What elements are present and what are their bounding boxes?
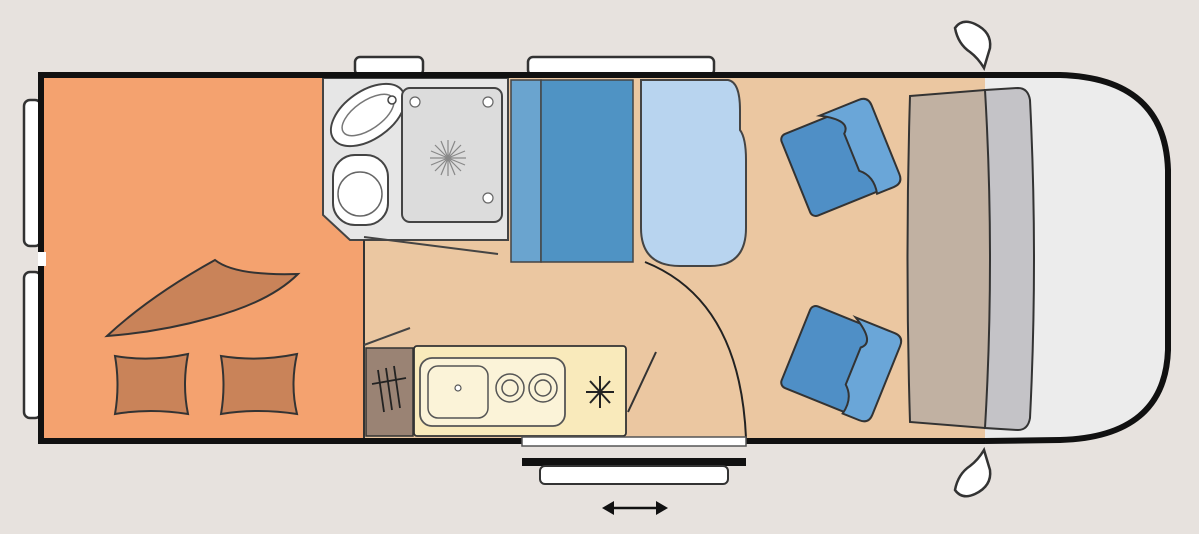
cab-seat-icon xyxy=(780,305,903,423)
fridge-icon xyxy=(586,376,614,408)
rear-wall-vent xyxy=(38,252,46,266)
entrance-door-swing xyxy=(644,261,747,439)
sink-drain xyxy=(454,384,462,392)
toilet-bowl xyxy=(337,171,383,217)
mirror-bottom xyxy=(953,446,992,498)
dinette-bench-seat xyxy=(540,79,634,263)
shower-drain xyxy=(482,192,494,204)
shower-head-icon xyxy=(430,140,466,176)
bedroom-area xyxy=(43,78,364,438)
double-bed-icon xyxy=(104,258,301,338)
mirror-top xyxy=(953,20,992,72)
cab-seat-icon xyxy=(780,97,902,217)
windshield xyxy=(983,86,1035,432)
hanger-rail-icon xyxy=(371,365,407,413)
shower-drain xyxy=(482,96,494,108)
dinette-table xyxy=(640,79,747,267)
shower-icon xyxy=(401,87,503,223)
sliding-door-arrow-icon xyxy=(602,501,668,515)
bedroom-door xyxy=(363,327,411,346)
dashboard xyxy=(906,88,997,430)
dinette-bench-back xyxy=(510,79,542,263)
cab-outline xyxy=(984,72,1171,444)
entrance-threshold xyxy=(521,436,747,447)
hob-icon xyxy=(495,373,558,403)
pillow-icon xyxy=(113,352,190,416)
sliding-door-rail xyxy=(522,458,746,466)
sink-basin xyxy=(427,365,489,419)
pillow-icon xyxy=(219,352,299,416)
washbasin-tap xyxy=(387,95,397,105)
wardrobe-cabinet xyxy=(365,347,414,437)
shower-drain xyxy=(409,96,421,108)
bathroom-door xyxy=(363,236,499,255)
sliding-door-step xyxy=(539,465,729,485)
kitchen-cabinet-door xyxy=(627,351,657,413)
washbasin-icon xyxy=(329,82,407,148)
